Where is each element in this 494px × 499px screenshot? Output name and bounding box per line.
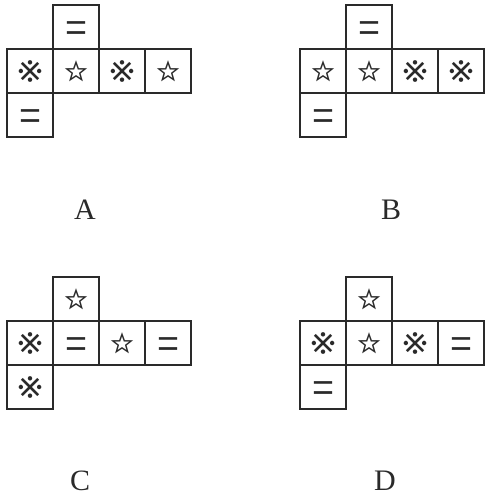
net-face	[345, 276, 393, 322]
net-face	[52, 276, 100, 322]
net-face	[6, 320, 54, 366]
net-face	[52, 48, 100, 94]
net-face	[299, 48, 347, 94]
net-option-c	[6, 276, 196, 416]
option-label-b: B	[381, 193, 402, 226]
net-face	[391, 320, 439, 366]
net-face	[299, 320, 347, 366]
net-option-b	[299, 4, 489, 144]
net-face	[6, 48, 54, 94]
net-option-a	[6, 4, 196, 144]
net-face	[345, 48, 393, 94]
net-face	[437, 320, 485, 366]
net-face	[437, 48, 485, 94]
net-face	[299, 92, 347, 138]
option-label-d: D	[374, 464, 396, 497]
option-label-c: C	[70, 464, 91, 497]
net-face	[345, 4, 393, 50]
net-face	[6, 92, 54, 138]
net-face	[52, 320, 100, 366]
net-face	[345, 320, 393, 366]
net-face	[144, 48, 192, 94]
net-face	[6, 364, 54, 410]
net-option-d	[299, 276, 489, 416]
net-face	[144, 320, 192, 366]
net-face	[98, 48, 146, 94]
net-face	[52, 4, 100, 50]
option-label-a: A	[74, 193, 96, 226]
net-face	[391, 48, 439, 94]
net-face	[98, 320, 146, 366]
net-face	[299, 364, 347, 410]
